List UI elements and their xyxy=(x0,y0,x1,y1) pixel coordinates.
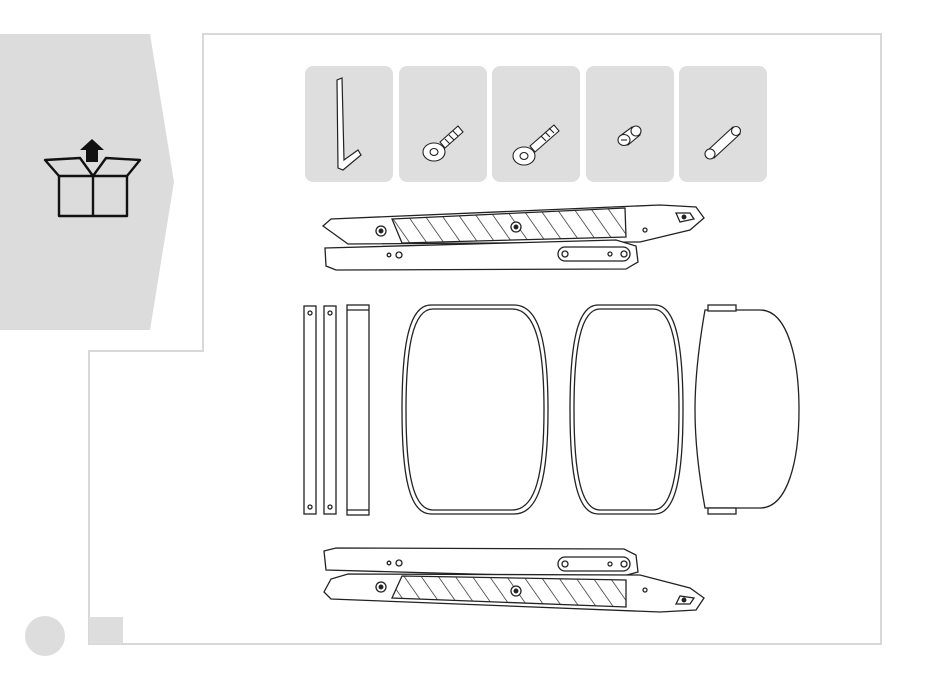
hardware-tile-long-bolt xyxy=(492,66,580,182)
page-number-badge xyxy=(25,616,65,656)
backrest-panel xyxy=(695,305,799,514)
step-number-box xyxy=(89,617,123,644)
back-cushion xyxy=(570,305,683,514)
narrow-slat xyxy=(324,306,336,514)
lower-leg-frame xyxy=(324,548,704,612)
narrow-slat xyxy=(304,306,316,514)
hardware-tile-dowel xyxy=(679,66,767,182)
seat-cushion xyxy=(402,305,548,514)
step-banner xyxy=(0,34,174,330)
hardware-tile-barrel-nut xyxy=(586,66,674,182)
upper-leg-frame xyxy=(323,205,704,270)
hardware-tile-short-bolt xyxy=(399,66,487,182)
hardware-tile-allen-key xyxy=(305,66,393,182)
hardware-row xyxy=(305,66,767,182)
wide-rail xyxy=(347,305,369,515)
